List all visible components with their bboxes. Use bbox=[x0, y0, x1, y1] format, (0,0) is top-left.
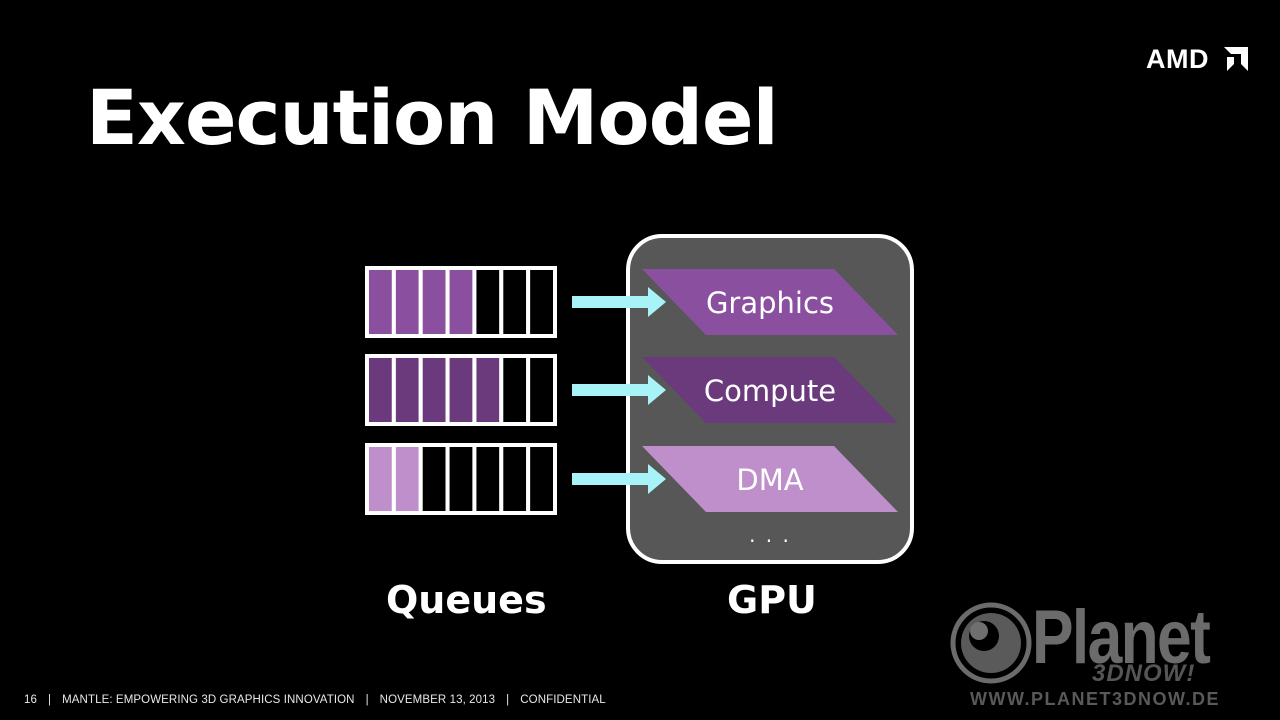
engine-graphics-label: Graphics bbox=[706, 286, 834, 320]
queues-group bbox=[365, 266, 558, 515]
queues-label: Queues bbox=[386, 578, 547, 622]
queue-slot-filled bbox=[365, 266, 396, 338]
dma-queue bbox=[365, 443, 558, 515]
engine-graphics-shape bbox=[642, 269, 898, 335]
queue-slot-empty bbox=[499, 266, 531, 338]
graphics-queue bbox=[365, 266, 558, 338]
queue-slot-empty bbox=[499, 354, 531, 426]
queue-slot-empty bbox=[499, 443, 531, 515]
watermark-brand: Planet bbox=[1032, 595, 1211, 680]
queue-slot-filled bbox=[365, 443, 396, 515]
engine-compute-shape bbox=[642, 357, 898, 423]
engine-dma-shape bbox=[642, 446, 898, 512]
queue-slot-filled bbox=[418, 354, 450, 426]
footer-separator: | bbox=[365, 694, 369, 706]
queue-slot-filled bbox=[445, 266, 477, 338]
queue-slot-filled bbox=[445, 354, 477, 426]
footer-deck-title: MANTLE: EMPOWERING 3D GRAPHICS INNOVATIO… bbox=[62, 694, 355, 706]
gpu-label: GPU bbox=[727, 578, 817, 622]
watermark-url: WWW.PLANET3DNOW.DE bbox=[970, 689, 1220, 709]
footer-separator: | bbox=[506, 694, 510, 706]
compute-queue bbox=[365, 354, 558, 426]
footer-classification: CONFIDENTIAL bbox=[520, 694, 606, 706]
arrow-icon bbox=[572, 464, 666, 494]
queue-slot-empty bbox=[472, 266, 504, 338]
footer-separator: | bbox=[48, 694, 52, 706]
queue-slot-filled bbox=[418, 266, 450, 338]
footer-date: NOVEMBER 13, 2013 bbox=[379, 694, 496, 706]
queue-slot-filled bbox=[472, 354, 504, 426]
planet3dnow-watermark: Planet 3DNOW! WWW.PLANET3DNOW.DE bbox=[944, 596, 1276, 716]
engine-compute-label: Compute bbox=[704, 374, 836, 408]
amd-logo: AMD bbox=[1144, 44, 1250, 74]
queue-slot-filled bbox=[391, 354, 423, 426]
queue-slot-empty bbox=[526, 354, 558, 426]
planet3dnow-logo-icon bbox=[950, 602, 1032, 684]
queue-slot-filled bbox=[365, 354, 396, 426]
slide-title: Execution Model bbox=[86, 73, 779, 162]
arrows-group bbox=[572, 287, 666, 494]
engine-dma-label: DMA bbox=[736, 463, 803, 497]
queue-slot-filled bbox=[391, 443, 423, 515]
slide-footer: 16 | MANTLE: EMPOWERING 3D GRAPHICS INNOVA… bbox=[24, 694, 606, 706]
queue-slot-empty bbox=[526, 266, 558, 338]
arrow-icon bbox=[572, 287, 666, 317]
queue-slot-empty bbox=[472, 443, 504, 515]
queue-slot-empty bbox=[526, 443, 558, 515]
queue-slot-filled bbox=[391, 266, 423, 338]
queue-slot-empty bbox=[418, 443, 450, 515]
amd-arrow-icon bbox=[1224, 47, 1248, 71]
footer-page-number: 16 bbox=[24, 694, 37, 706]
amd-logo-text: AMD bbox=[1146, 44, 1209, 74]
queue-slot-empty bbox=[445, 443, 477, 515]
watermark-sub-brand: 3DNOW! bbox=[1092, 660, 1196, 687]
arrow-icon bbox=[572, 375, 666, 405]
more-engines-indicator: . . . bbox=[749, 523, 791, 547]
